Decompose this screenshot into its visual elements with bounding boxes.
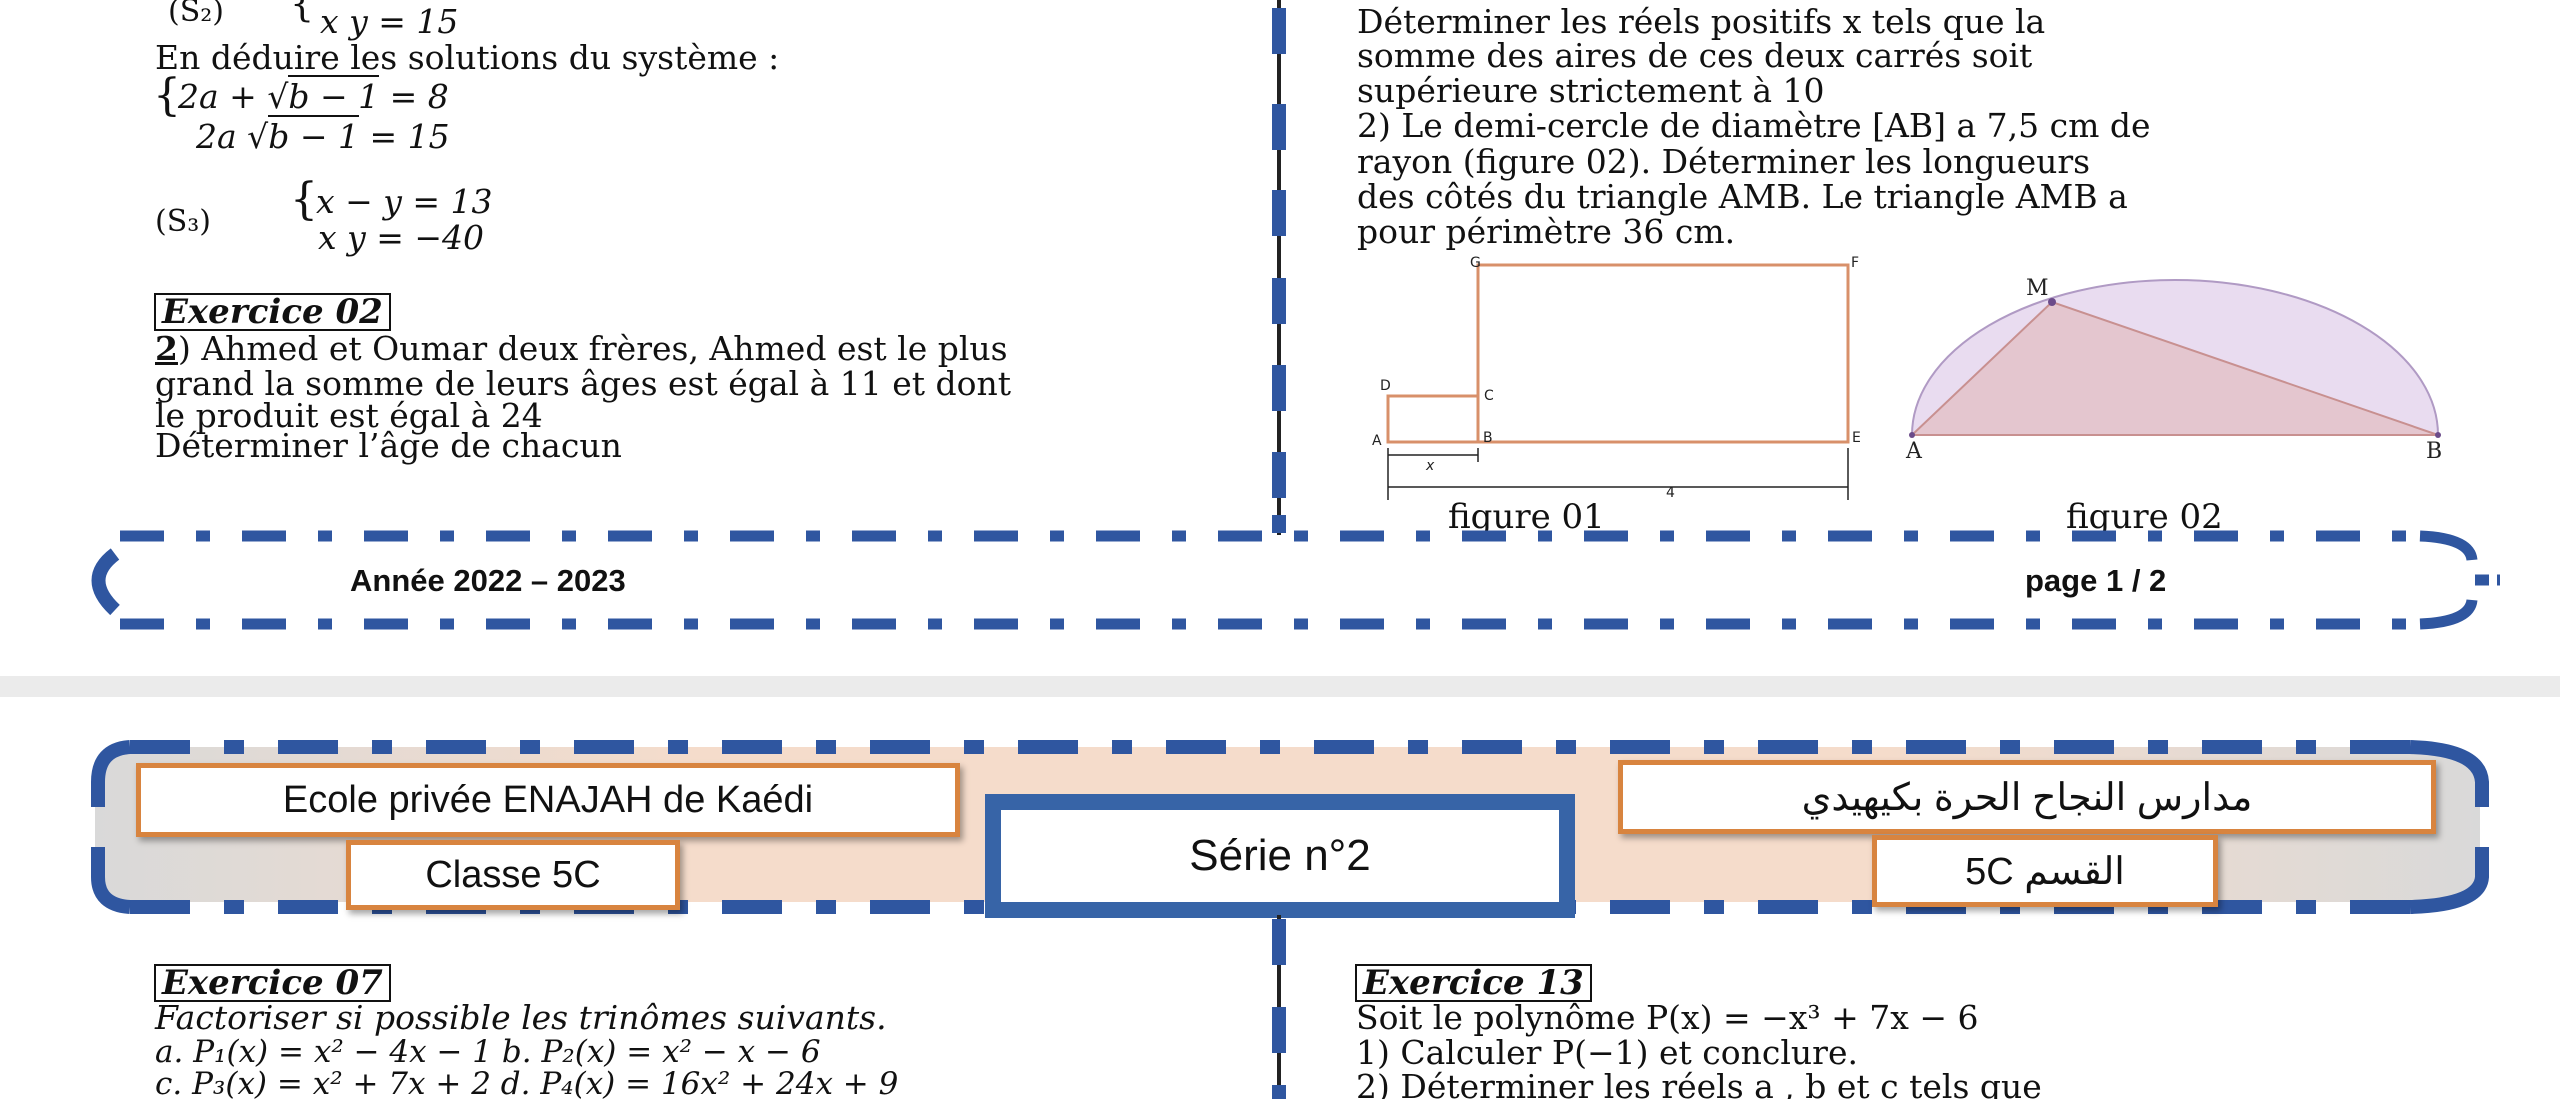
divider-dash [1272,104,1286,150]
label-d: D [1380,378,1391,394]
right-line2: somme des aires de ces deux carrés soit [1357,36,2033,75]
page-1: (S₂) { x y = 15 En déduire les solutions… [0,0,2560,676]
s3-brace: { [290,174,318,225]
class-ar: القسم 5C [1872,835,2218,907]
ex02-line1: 2) Ahmed et Oumar deux frères, Ahmed est… [155,329,1008,368]
s2-equation: x y = 15 [320,2,459,41]
s3-label: (S₃) [155,204,211,239]
ex13-line2: 1) Calculer P(−1) et conclure. [1356,1033,1858,1072]
right-line7: pour périmètre 36 cm. [1357,212,1736,251]
footer-frame [91,530,2500,630]
divider-dash [1272,1085,1286,1099]
divider-dash [1272,1007,1286,1053]
system-eq1: 2a + √b − 1 = 8 [178,75,449,116]
label-a: A [1905,439,1923,464]
brace: { [290,0,315,25]
ex07-line-ab: a. P₁(x) = x² − 4x − 1 b. P₂(x) = x² − x… [155,1034,821,1070]
school-name-fr: Ecole privée ENAJAH de Kaédi [136,763,960,837]
label-b: B [1483,430,1493,446]
label-a: A [1372,433,1382,449]
ex02-line3: le produit est égal à 24 [155,396,543,435]
s3-eq1: x − y = 13 [316,182,493,221]
right-line3: supérieure strictement à 10 [1357,71,1825,110]
ex13-line1: Soit le polynôme P(x) = −x³ + 7x − 6 [1356,998,1979,1037]
system-eq2: 2a √b − 1 = 15 [196,115,450,156]
label-f: F [1851,255,1859,271]
series-title: Série n°2 [985,794,1575,918]
figure-02: M A B [1905,276,2442,464]
label-m: M [2026,276,2049,301]
system-brace: { [153,70,181,121]
school-name-ar: مدارس النجاح الحرة بكيهيدي [1618,760,2436,834]
s2-label: (S₂) [168,0,224,29]
divider-dash [1272,8,1286,54]
ex02-line2: grand la somme de leurs âges est égal à … [155,364,1012,403]
exercise-02-title: Exercice 02 [154,293,391,331]
ex07-line-cd: c. P₃(x) = x² + 7x + 2 d. P₄(x) = 16x² +… [155,1066,899,1099]
label-g: G [1470,255,1481,271]
page-2: Ecole privée ENAJAH de Kaédi Classe 5C S… [0,697,2560,1099]
label-b: B [2426,439,2442,464]
ex02-line4: Déterminer l’âge de chacun [155,426,622,465]
right-line1: Déterminer les réels positifs x tels que… [1357,2,2046,41]
figure-01: G F D C A B E x 4 [1372,255,1861,501]
exercise-13-title: Exercice 13 [1355,964,1592,1002]
divider-dash [1272,452,1286,498]
right-line6: des côtés du triangle AMB. Le triangle A… [1357,177,2128,216]
column-divider [1277,0,1281,535]
s3-eq2: x y = −40 [318,218,485,257]
divider-dash [1272,365,1286,411]
figure-02-caption: figure 02 [2066,497,2223,537]
right-line4: 2) Le demi-cercle de diamètre [AB] a 7,5… [1357,106,2151,145]
label-c: C [1484,388,1494,404]
deduce-text: En déduire les solutions du système : [155,38,780,77]
right-line5: rayon (figure 02). Déterminer les longue… [1357,142,2091,181]
ex13-line3: 2) Déterminer les réels a , b et c tels … [1356,1067,2042,1099]
divider-dash [1272,190,1286,236]
class-fr: Classe 5C [346,840,680,910]
divider-dash [1272,278,1286,324]
footer-year: Année 2022 – 2023 [350,563,626,598]
label-e: E [1852,430,1861,446]
figure-01-caption: figure 01 [1448,497,1605,537]
label-four: 4 [1666,485,1675,501]
ex07-instruction: Factoriser si possible les trinômes suiv… [155,998,887,1037]
label-x: x [1425,458,1435,474]
exercise-07-title: Exercice 07 [154,964,391,1002]
divider-dash [1272,919,1286,965]
divider-dash [1272,515,1286,533]
footer-page: page 1 / 2 [2025,563,2167,598]
